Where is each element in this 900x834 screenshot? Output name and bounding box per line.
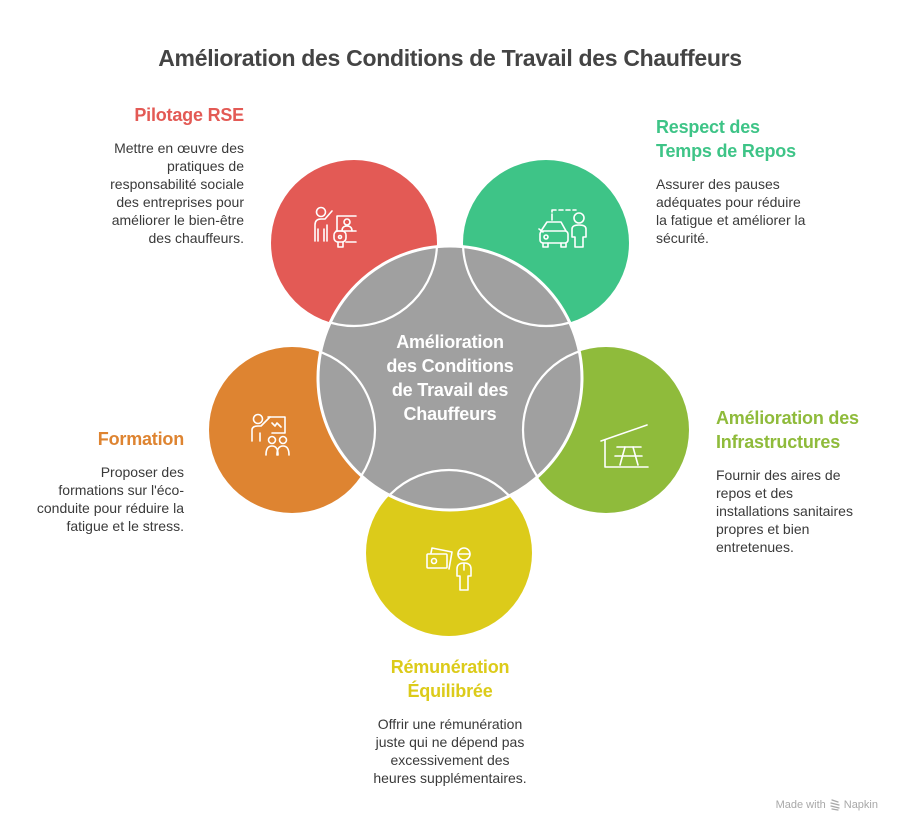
center-label-line: des Conditions — [386, 356, 514, 376]
desc-line: fatigue et le stress. — [66, 518, 184, 534]
block-pilotage-rse: Pilotage RSE Mettre en œuvre des pratiqu… — [60, 103, 244, 247]
napkin-logo-icon — [830, 799, 840, 811]
made-with-label: Made with — [775, 799, 826, 811]
heading-infrastructures: Amélioration des Infrastructures — [716, 406, 896, 454]
desc-line: propres et bien — [716, 521, 810, 537]
desc-line: des chauffeurs. — [148, 230, 244, 246]
heading-line: Infrastructures — [716, 432, 841, 452]
desc-line: pratiques de — [166, 158, 244, 174]
desc-line: la fatigue et améliorer la — [656, 212, 806, 228]
overlap-outlines — [318, 246, 582, 510]
heading-respect-repos: Respect des Temps de Repos — [656, 115, 856, 163]
desc-line: améliorer le bien-être — [111, 212, 244, 228]
page-title: Amélioration des Conditions de Travail d… — [158, 45, 742, 71]
desc-line: juste qui ne dépend pas — [375, 734, 525, 750]
center-label-line: Chauffeurs — [403, 404, 497, 424]
circle-center — [316, 244, 584, 512]
desc-line: Mettre en œuvre des — [114, 140, 244, 156]
desc-line: des entreprises pour — [116, 194, 244, 210]
center-label-line: Amélioration — [396, 332, 504, 352]
desc-formation: Proposer des formations sur l'éco- condu… — [20, 463, 184, 535]
block-formation: Formation Proposer des formations sur l'… — [20, 427, 184, 535]
napkin-brand: Napkin — [843, 799, 878, 811]
desc-line: Proposer des — [100, 464, 184, 480]
block-respect-repos: Respect des Temps de Repos Assurer des p… — [656, 115, 856, 247]
desc-line: Fournir des aires de — [716, 467, 841, 483]
desc-line: installations sanitaires — [716, 503, 853, 519]
desc-remuneration: Offrir une rémunération juste qui ne dép… — [340, 715, 560, 787]
heading-remuneration: Rémunération Équilibrée — [340, 655, 560, 703]
desc-line: Assurer des pauses — [656, 176, 780, 192]
desc-pilotage-rse: Mettre en œuvre des pratiques de respons… — [60, 139, 244, 247]
desc-line: formations sur l'éco- — [58, 482, 184, 498]
heading-pilotage-rse: Pilotage RSE — [134, 105, 244, 125]
presenter-driver-car-icon — [314, 206, 357, 248]
heading-line: Temps de Repos — [656, 141, 796, 161]
desc-respect-repos: Assurer des pauses adéquates pour réduir… — [656, 175, 856, 247]
heading-line: Rémunération — [390, 657, 510, 677]
desc-line: conduite pour réduire la — [36, 500, 184, 516]
desc-line: heures supplémentaires. — [373, 770, 527, 786]
heading-line: Amélioration des — [716, 408, 859, 428]
desc-line: adéquates pour réduire — [656, 194, 801, 210]
desc-infrastructures: Fournir des aires de repos et des instal… — [716, 466, 896, 556]
desc-line: responsabilité sociale — [110, 176, 244, 192]
desc-line: entretenues. — [716, 539, 794, 555]
desc-line: Offrir une rémunération — [377, 716, 523, 732]
block-infrastructures: Amélioration des Infrastructures Fournir… — [716, 406, 896, 556]
napkin-watermark[interactable]: Made with Napkin — [776, 799, 878, 811]
desc-line: repos et des — [716, 485, 794, 501]
circle-remuneration — [366, 470, 532, 636]
desc-line: sécurité. — [656, 230, 709, 246]
picnic-shelter-icon — [600, 424, 649, 468]
block-remuneration: Rémunération Équilibrée Offrir une rémun… — [340, 655, 560, 787]
car-person-pause-icon — [538, 209, 587, 248]
heading-formation: Formation — [97, 429, 184, 449]
center-label: Amélioration des Conditions de Travail d… — [360, 330, 540, 426]
desc-line: excessivement des — [390, 752, 510, 768]
money-employee-icon — [426, 547, 472, 591]
heading-line: Équilibrée — [407, 681, 493, 701]
center-label-line: de Travail des — [391, 380, 509, 400]
heading-line: Respect des — [656, 117, 760, 137]
teacher-audience-icon — [251, 413, 290, 456]
